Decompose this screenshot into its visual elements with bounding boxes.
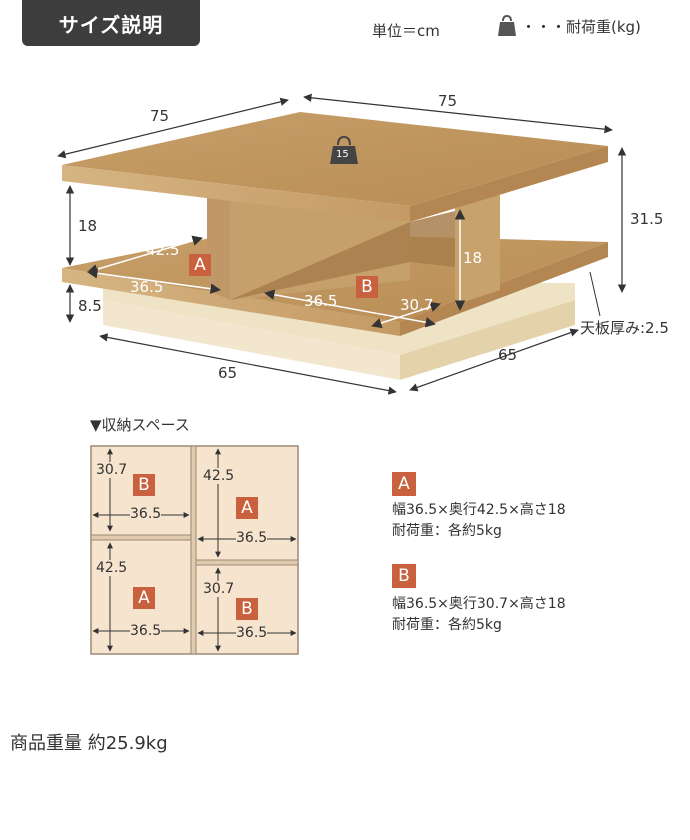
dim-line-b-depth <box>371 301 441 329</box>
dim-line-a-depth <box>86 235 204 275</box>
top-side <box>410 146 608 222</box>
lower-shelf-side <box>400 242 608 336</box>
dim-a-width: 36.5 <box>130 278 164 296</box>
dim-b-width: 36.5 <box>304 292 338 310</box>
spec-b-load: 耐荷重：各約5kg <box>392 617 502 633</box>
top-front <box>62 165 410 222</box>
label-b-illustration: B <box>356 276 378 298</box>
dim-line-top-depth <box>303 93 613 134</box>
cell-3-width: 36.5 <box>130 623 162 639</box>
dim-line-a-width <box>86 268 222 294</box>
unit-label: 単位＝cm <box>372 22 440 40</box>
cell-3-depth: 42.5 <box>96 560 128 576</box>
leader-line-thickness <box>589 271 601 317</box>
load-icon <box>330 135 358 164</box>
dim-base-width: 65 <box>218 364 238 382</box>
cell-1-depth: 30.7 <box>96 462 128 478</box>
label-a-illustration: A <box>189 254 211 276</box>
core-right <box>455 195 500 305</box>
spec-b: 幅36.5×奥行30.7×高さ18 耐荷重：各約5kg <box>392 594 566 636</box>
load-legend-text: ・・・耐荷重(kg) <box>521 17 641 36</box>
cell-2-label: A <box>236 497 258 519</box>
cell-4-depth: 30.7 <box>203 581 235 597</box>
dim-upper-gap: 18 <box>78 217 98 235</box>
cell-4-width: 36.5 <box>236 625 268 641</box>
storage-title: ▼収納スペース <box>90 416 190 434</box>
cell-1-label: B <box>133 474 155 496</box>
dim-height-total: 31.5 <box>630 210 664 228</box>
cell-3-label: A <box>133 587 155 609</box>
spec-a: 幅36.5×奥行42.5×高さ18 耐荷重：各約5kg <box>392 500 566 542</box>
dim-b-depth: 30.7 <box>400 296 434 314</box>
cell-2-width: 36.5 <box>236 530 268 546</box>
section-title: サイズ説明 <box>22 0 200 46</box>
dim-top-depth: 75 <box>438 92 458 110</box>
weight-icon <box>498 14 516 36</box>
dim-inner-height: 18 <box>463 249 483 267</box>
dim-line-top-width <box>57 97 289 159</box>
dim-board-thickness: 天板厚み:2.5 <box>580 319 669 337</box>
dim-line-base-width <box>99 333 397 395</box>
load-top-value: 15 <box>336 149 349 160</box>
spec-b-label: B <box>392 564 416 588</box>
spec-a-size: 幅36.5×奥行42.5×高さ18 <box>392 502 566 518</box>
core-front <box>230 195 410 300</box>
dim-base-depth: 65 <box>498 346 518 364</box>
dim-base-height: 8.5 <box>78 297 102 315</box>
load-legend: ・・・耐荷重(kg) <box>497 14 641 38</box>
spec-a-load: 耐荷重：各約5kg <box>392 523 502 539</box>
dim-line-base-depth <box>409 328 579 392</box>
cell-1-width: 36.5 <box>130 506 162 522</box>
product-weight: 商品重量 約25.9kg <box>10 733 168 754</box>
cell-2-depth: 42.5 <box>203 468 235 484</box>
dim-top-width: 75 <box>150 107 170 125</box>
core-inner <box>230 200 500 300</box>
spec-b-size: 幅36.5×奥行30.7×高さ18 <box>392 596 566 612</box>
cell-4-label: B <box>236 598 258 620</box>
spec-a-label: A <box>392 472 416 496</box>
table-illustration <box>57 93 627 395</box>
dim-a-depth: 42.5 <box>146 241 180 259</box>
storage-diagram <box>90 445 299 655</box>
core-left <box>207 195 230 300</box>
